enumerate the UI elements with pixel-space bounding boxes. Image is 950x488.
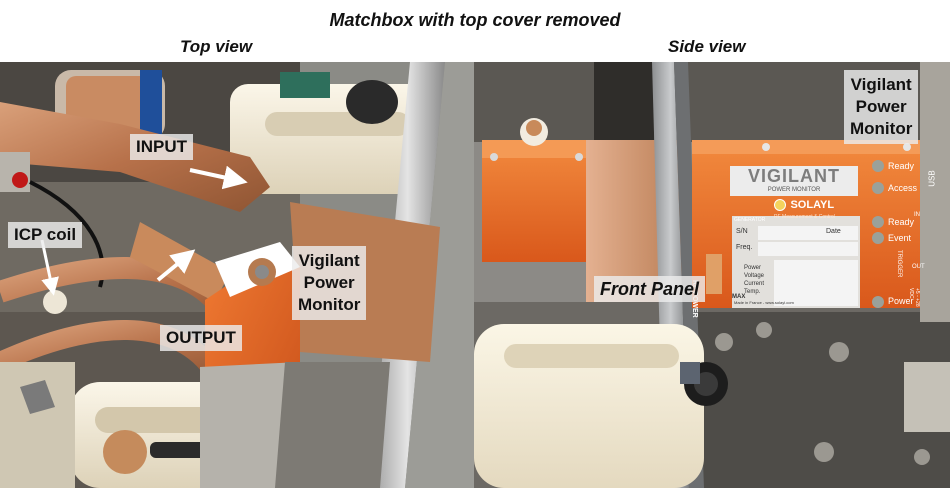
device-access: Access [888, 183, 918, 193]
vigilant-device-label: VIGILANT POWER MONITOR [730, 166, 858, 194]
figure-title: Matchbox with top cover removed [329, 10, 621, 30]
side-monitor-line3: Monitor [850, 119, 913, 138]
side-monitor-line2: Power [855, 97, 907, 116]
device-ready-bottom: Ready [888, 217, 915, 227]
device-usb: USB [927, 170, 937, 187]
top-view-subtitle: Top view [180, 37, 253, 56]
side-monitor-line1: Vigilant [850, 75, 912, 94]
top-monitor-line1: Vigilant [298, 251, 360, 270]
input-arrow [189, 165, 248, 190]
device-trigger: TRIGGER [896, 250, 902, 278]
device-generator: GENERATOR [734, 217, 766, 223]
device-made-in: Made in France - www.solayl.com [734, 300, 794, 305]
side-view-photo-drawing [474, 62, 950, 488]
side-view-subtitle: Side view [668, 37, 746, 56]
output-arrow [156, 249, 196, 282]
device-in: IN [914, 212, 920, 218]
top-view-arrows [40, 165, 248, 296]
device-ready-top: Ready [888, 161, 915, 171]
icp-coil-label: ICP coil [8, 222, 83, 248]
front-panel-label: Front Panel [594, 276, 706, 302]
side-view-photo: VIGILANT POWER MONITOR SOLAYL RF Measure… [474, 62, 950, 488]
device-event: Event [888, 233, 912, 243]
device-power: Power [888, 296, 914, 306]
device-product: POWER MONITOR [767, 187, 821, 193]
top-view-monitor-label: Vigilant Power Monitor [292, 246, 367, 320]
device-out: OUT [912, 264, 925, 270]
device-maker-tagline: RF Measurement & Control [774, 214, 835, 220]
device-sn: S/N [736, 228, 748, 235]
top-monitor-line3: Monitor [298, 295, 361, 314]
top-view-photo: INPUT ICP coil OUTPUT Vigilant Power Mon… [0, 62, 474, 488]
device-max: MAX [732, 294, 746, 300]
device-brand: VIGILANT [748, 166, 840, 186]
device-freq: Freq. [736, 244, 753, 251]
device-date: Date [826, 228, 841, 235]
device-power-voltage: Power Voltage Current Temp. [744, 265, 765, 295]
output-label: OUTPUT [160, 325, 242, 351]
input-label: INPUT [130, 134, 193, 160]
device-maker: SOLAYL [790, 198, 835, 211]
solayl-logo-icon [774, 198, 786, 211]
side-view-monitor-label: Vigilant Power Monitor [844, 70, 919, 144]
solayl-logo: SOLAYL RF Measurement & Control [774, 196, 860, 220]
top-monitor-line2: Power [303, 273, 355, 292]
